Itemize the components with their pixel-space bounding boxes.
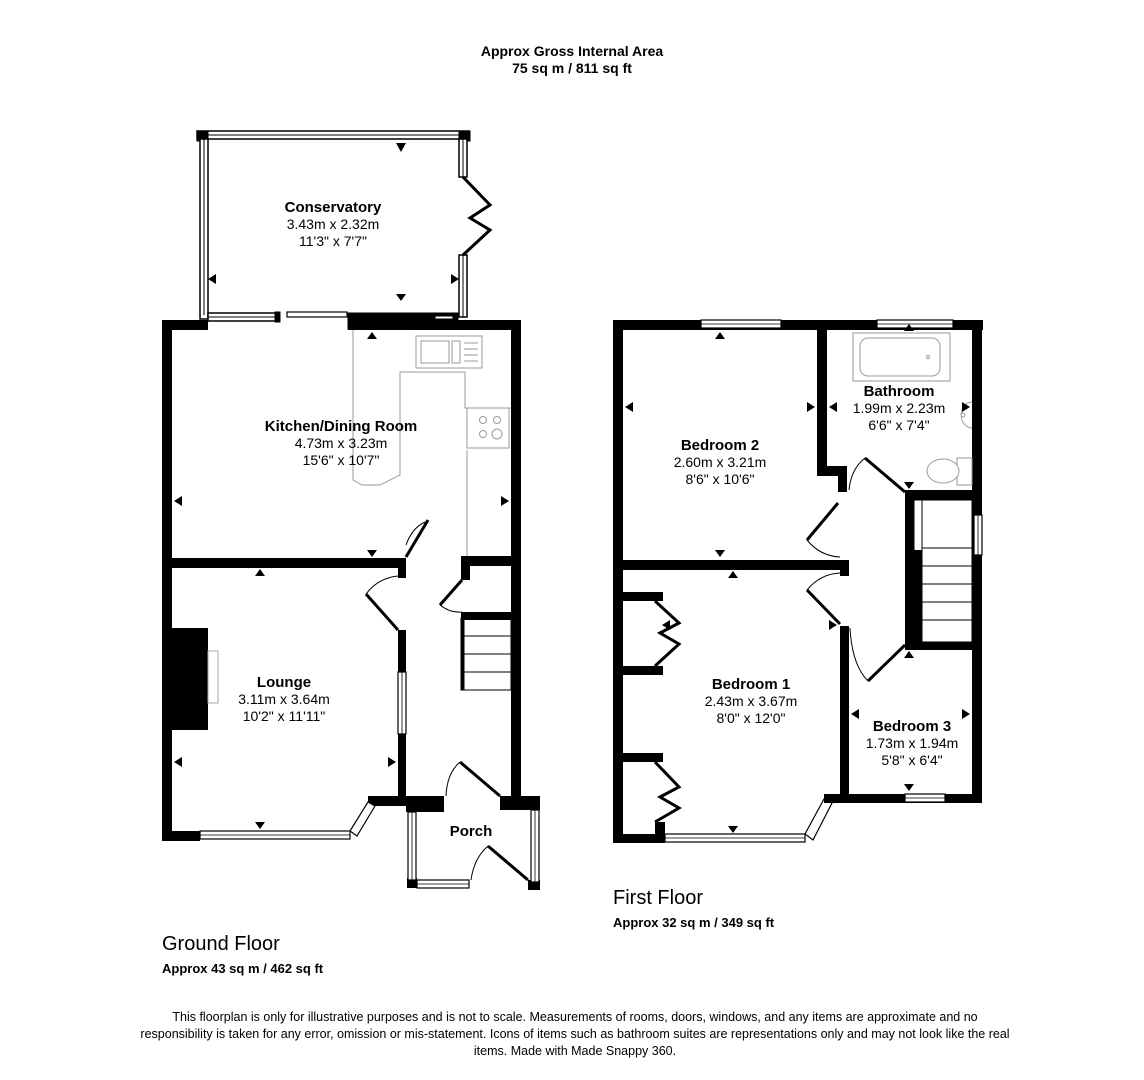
ground-floor-caption: Ground Floor Approx 43 sq m / 462 sq ft (162, 932, 323, 978)
first-floor-walls (613, 320, 983, 843)
first-floor-caption: First Floor Approx 32 sq m / 349 sq ft (613, 886, 774, 932)
room-size-imperial: 10'2" x 11'11" (242, 708, 326, 724)
room-name: Bedroom 3 (872, 718, 952, 735)
room-size-imperial: 8'6" x 10'6" (685, 471, 755, 487)
kitchen-fittings (352, 330, 511, 556)
room-size-metric: 4.73m x 3.23m (294, 435, 388, 451)
room-name: Bathroom (863, 383, 935, 400)
ground-stairs (460, 617, 512, 691)
ground-floor-area: Approx 43 sq m / 462 sq ft (162, 961, 324, 976)
first-floor-plan (613, 319, 983, 843)
first-floor-title: First Floor (613, 887, 703, 909)
lounge-windows (199, 650, 407, 840)
room-name: Bedroom 2 (680, 437, 760, 454)
room-name: Conservatory (284, 199, 382, 216)
first-dimension-markers (625, 324, 970, 833)
room-size-imperial: 11'3" x 7'7" (299, 233, 367, 249)
room-bedroom-2: Bedroom 2 2.60m x 3.21m 8'6" x 10'6" (674, 437, 767, 488)
room-kitchen-dining: Kitchen/Dining Room 4.73m x 3.23m 15'6" … (265, 418, 418, 469)
room-bathroom: Bathroom 1.99m x 2.23m 6'6" x 7'4" (853, 383, 946, 434)
room-conservatory: Conservatory 3.43m x 2.32m 11'3" x 7'7" (285, 199, 382, 250)
room-size-imperial: 15'6" x 10'7" (302, 452, 380, 468)
ground-floor-plan (162, 130, 540, 890)
room-name: Kitchen/Dining Room (264, 418, 418, 435)
first-floor-windows (664, 319, 983, 843)
room-name: Bedroom 1 (711, 676, 791, 693)
room-bedroom-3: Bedroom 3 1.73m x 1.94m 5'8" x 6'4" (866, 718, 959, 769)
ground-doors (364, 519, 529, 882)
room-size-metric: 1.73m x 1.94m (865, 735, 959, 751)
room-size-imperial: 6'6" x 7'4" (868, 417, 930, 433)
room-bedroom-1: Bedroom 1 2.43m x 3.67m 8'0" x 12'0" (705, 676, 798, 727)
gross-area-header: Approx Gross Internal Area 75 sq m / 811… (0, 43, 1144, 77)
room-porch: Porch (450, 823, 493, 840)
first-floor-area: Approx 32 sq m / 349 sq ft (613, 915, 775, 930)
room-size-metric: 2.60m x 3.21m (673, 454, 767, 470)
ground-floor-walls (162, 320, 540, 890)
ground-floor-title: Ground Floor (162, 933, 280, 955)
room-name: Porch (449, 823, 493, 840)
ground-dimension-markers (174, 143, 509, 829)
room-size-metric: 3.11m x 3.64m (238, 691, 330, 707)
room-size-imperial: 8'0" x 12'0" (716, 710, 786, 726)
porch-windows (407, 809, 540, 889)
first-floor-doors (653, 456, 907, 824)
room-size-metric: 3.43m x 2.32m (286, 216, 380, 232)
disclaimer-text: This floorplan is only for illustrative … (140, 1010, 1010, 1058)
room-size-metric: 2.43m x 3.67m (704, 693, 798, 709)
room-size-imperial: 5'8" x 6'4" (881, 752, 943, 768)
room-lounge: Lounge 3.11m x 3.64m 10'2" x 11'11" (238, 674, 330, 725)
gross-area-title: Approx Gross Internal Area (480, 43, 664, 59)
bathroom-fittings (852, 332, 973, 486)
first-floor-stairs (905, 499, 973, 643)
room-name: Lounge (256, 674, 312, 691)
gross-area-value: 75 sq m / 811 sq ft (512, 60, 632, 76)
room-size-metric: 1.99m x 2.23m (852, 400, 946, 416)
